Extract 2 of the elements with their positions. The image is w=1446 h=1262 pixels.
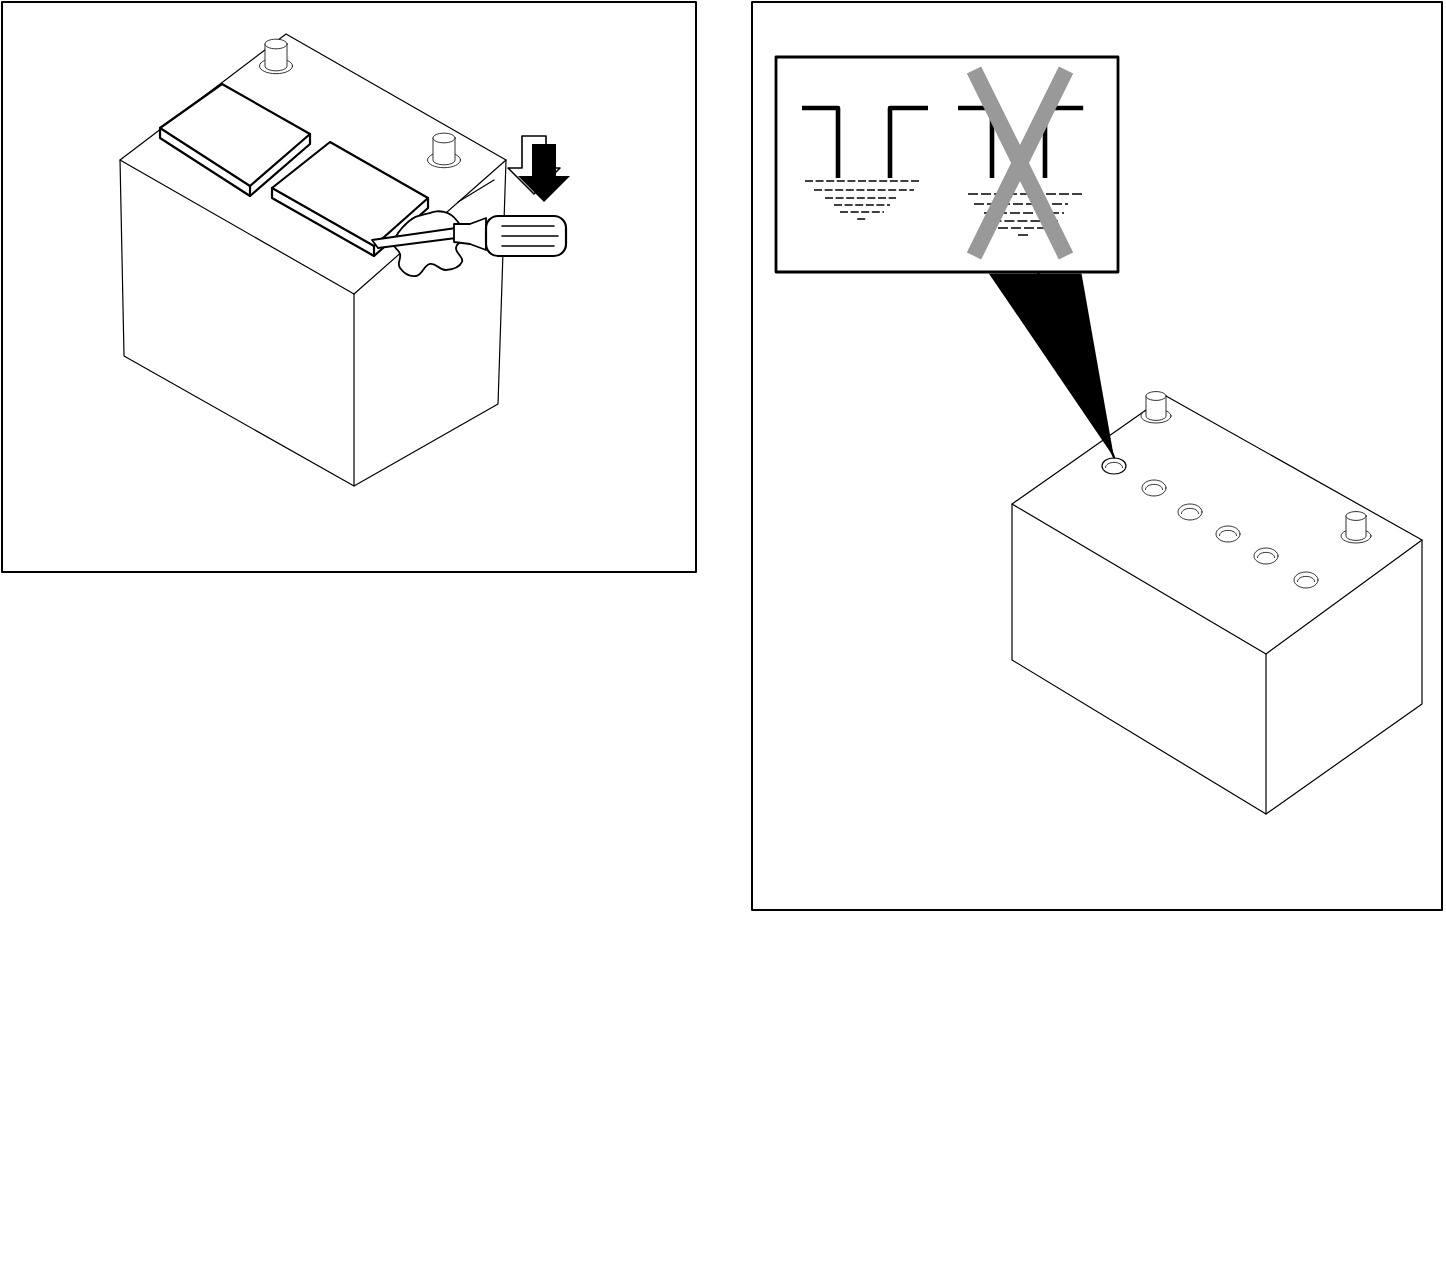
callout-pointer xyxy=(988,272,1116,459)
filler-hole xyxy=(1101,457,1127,475)
